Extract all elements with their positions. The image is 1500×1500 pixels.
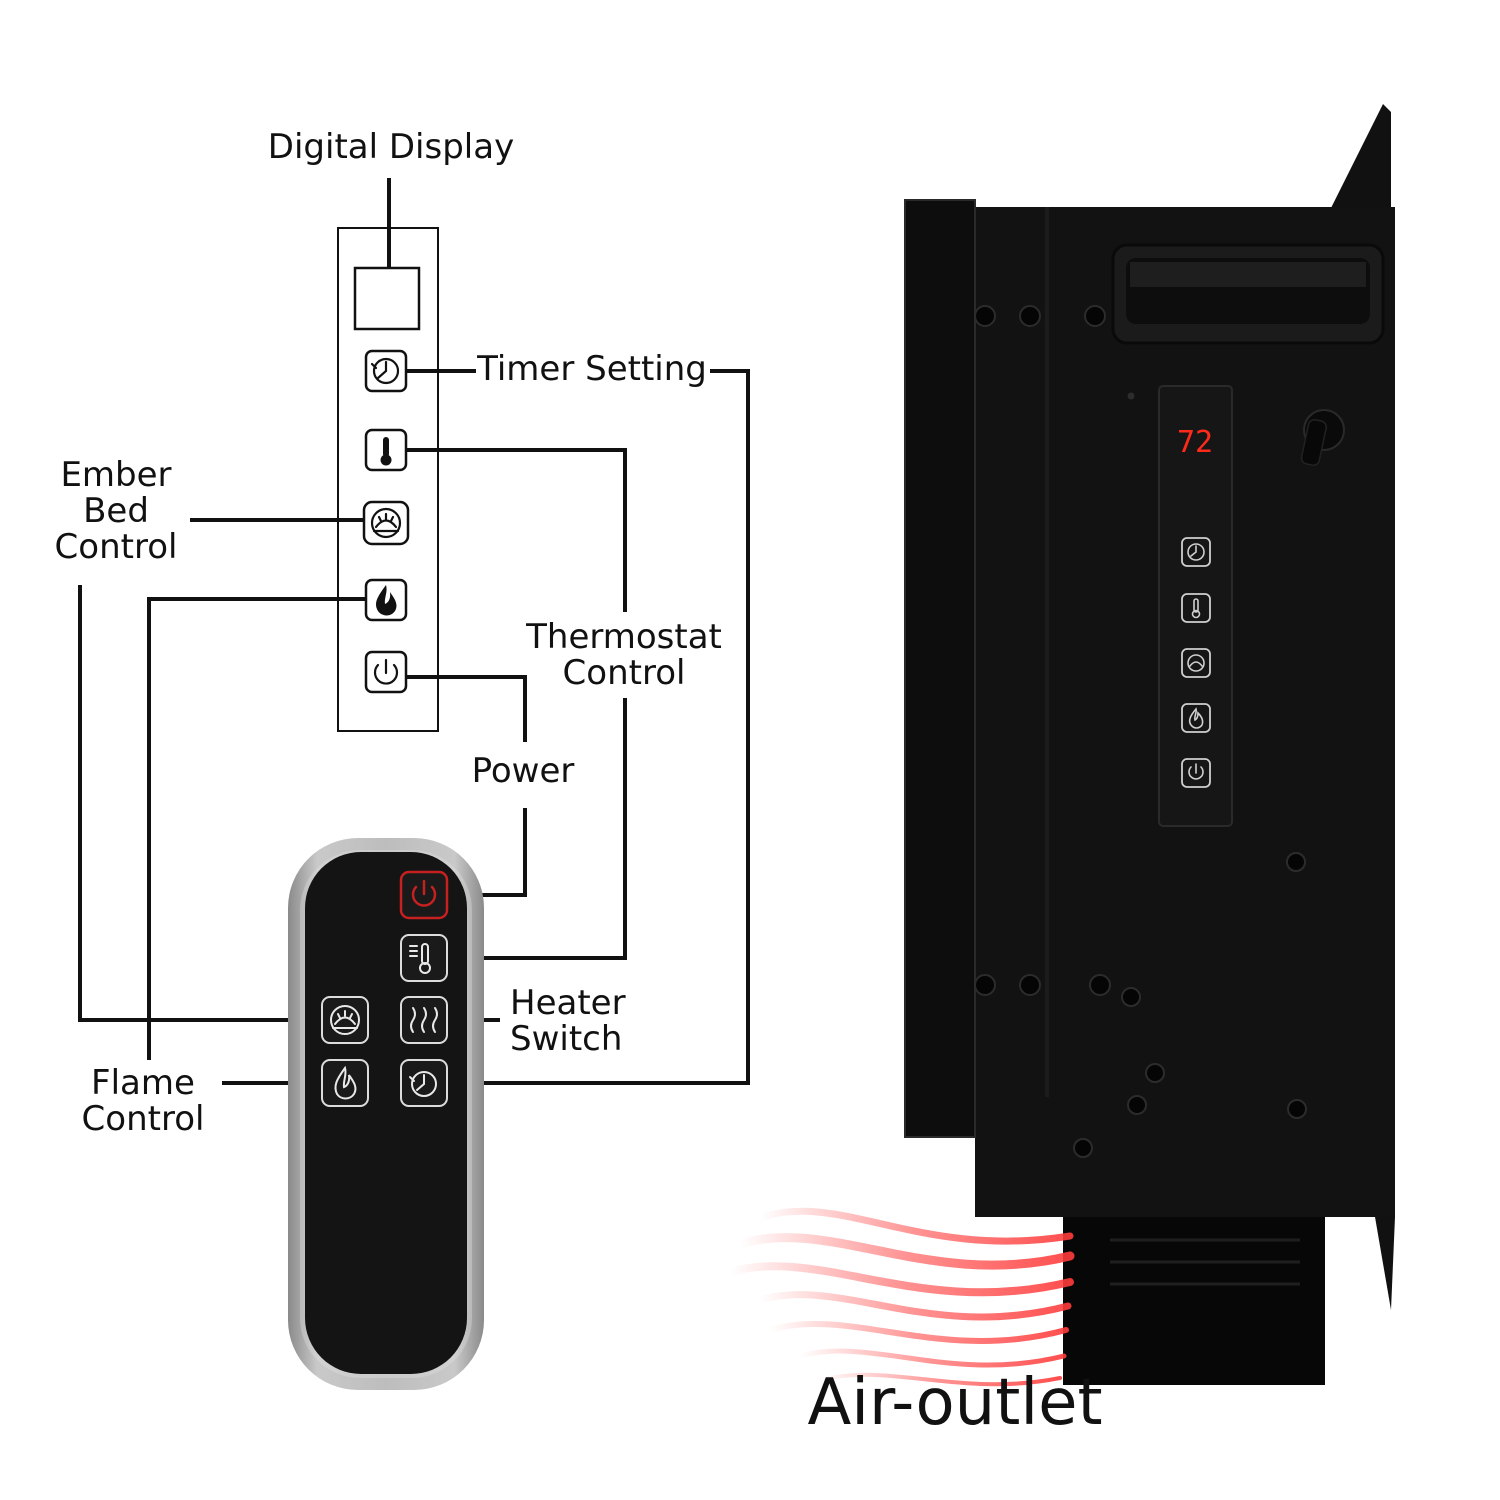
heat-flow-waves [730, 1211, 1070, 1384]
control-panel-diagram [338, 228, 438, 731]
digital-display-label: Digital Display [268, 127, 514, 167]
panel-ember-bed-button[interactable] [364, 502, 408, 544]
ember-bed-label-line3: Control [55, 527, 178, 567]
remote-power-button[interactable] [401, 872, 447, 918]
flame-control-label-line1: Flame [91, 1063, 195, 1103]
unit-temperature-display: 72 [1177, 425, 1213, 460]
panel-power-button[interactable] [366, 652, 406, 692]
remote-control [288, 838, 484, 1390]
panel-flame-button[interactable] [366, 580, 406, 620]
unit-top-flap [1330, 104, 1391, 210]
ember-bed-remote-link [80, 585, 322, 1020]
remote-ember-bed-button[interactable] [322, 997, 368, 1043]
fireplace-unit: 72 [905, 104, 1395, 1385]
unit-left-frame [905, 200, 975, 1137]
ember-bed-label-line1: Ember [60, 455, 171, 495]
remote-face [305, 852, 467, 1374]
flame-control-label-line2: Control [82, 1099, 205, 1139]
air-outlet-label: Air-outlet [807, 1366, 1102, 1440]
air-outlet-box [1063, 1217, 1325, 1385]
heater-switch-label-line2: Switch [510, 1019, 622, 1059]
timer-remote-link [448, 371, 748, 1083]
heater-switch-label-line1: Heater [510, 983, 626, 1023]
remote-timer-button[interactable] [401, 1060, 447, 1106]
panel-thermostat-button[interactable] [366, 430, 406, 470]
panel-timer-button[interactable] [366, 351, 406, 391]
remote-thermostat-button[interactable] [401, 935, 447, 981]
power-label: Power [472, 751, 575, 791]
ember-bed-label-line2: Bed [83, 491, 149, 531]
digital-display-box [355, 268, 419, 329]
thermostat-label-line1: Thermostat [525, 617, 722, 657]
power-upper-link [406, 677, 525, 742]
thermostat-label-line2: Control [563, 653, 686, 693]
timer-setting-label: Timer Setting [476, 349, 707, 389]
remote-heater-button[interactable] [401, 997, 447, 1043]
remote-flame-button[interactable] [322, 1060, 368, 1106]
